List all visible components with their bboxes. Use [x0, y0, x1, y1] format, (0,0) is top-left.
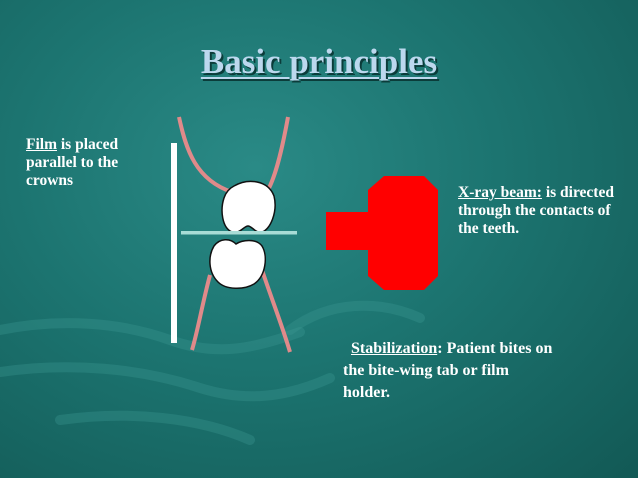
- upper-gum-right-outline: [266, 116, 290, 191]
- xray-beam-note-lead: X-ray beam:: [458, 184, 542, 201]
- xray-tube-icon: [326, 176, 438, 290]
- film-note-text: is placed parallel to the crowns: [26, 136, 119, 189]
- film-icon: [171, 143, 177, 343]
- stabilization-note-lead: Stabilization: [351, 340, 438, 357]
- stabilization-note: Stabilization: Patient bites on the bite…: [343, 338, 553, 404]
- slide-title: Basic principles: [200, 42, 438, 81]
- stabilization-note-text: : Patient bites on the bite-wing tab or …: [343, 340, 553, 401]
- film-note: Film is placed parallel to the crowns: [26, 136, 156, 190]
- lower-tooth-icon: [209, 239, 267, 289]
- lower-gum-left-outline: [190, 274, 212, 351]
- xray-beam-note: X-ray beam: is directed through the cont…: [458, 184, 628, 238]
- upper-gum-left-outline: [177, 116, 233, 194]
- lower-gum-right-outline: [260, 269, 292, 353]
- xray-beam-note-text: is directed through the contacts of the …: [458, 184, 614, 237]
- upper-tooth-icon: [221, 180, 276, 234]
- film-note-lead: Film: [26, 136, 57, 153]
- bite-tab-icon: [181, 231, 297, 235]
